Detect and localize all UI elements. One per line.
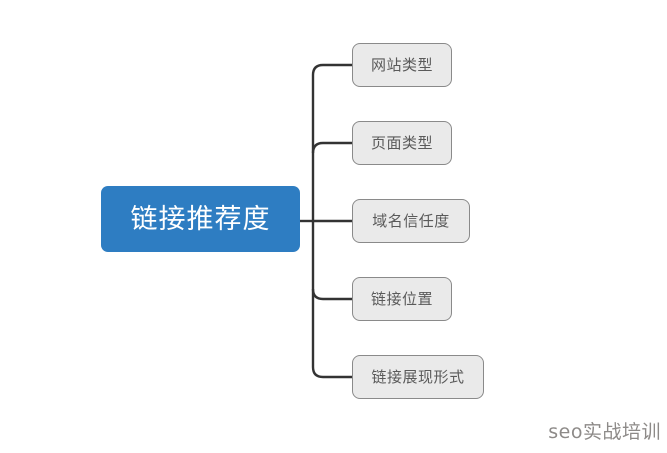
child-node-link-display-form[interactable]: 链接展现形式 [352,355,484,399]
child-node-label: 链接展现形式 [371,367,465,386]
root-node-label: 链接推荐度 [130,203,271,235]
connector-branch-1 [311,63,352,76]
watermark-text: seo实战培训 [548,421,661,443]
connector-branch-5 [311,366,352,379]
child-node-page-type[interactable]: 页面类型 [352,121,452,165]
connector-branch-2 [311,141,352,154]
root-node[interactable]: 链接推荐度 [101,186,300,252]
child-node-domain-trust[interactable]: 域名信任度 [352,199,470,243]
child-node-label: 网站类型 [370,55,433,74]
child-node-link-position[interactable]: 链接位置 [352,277,452,321]
child-node-label: 页面类型 [370,133,433,152]
child-node-label: 链接位置 [370,289,433,308]
connector-branch-4 [311,288,352,301]
child-node-label: 域名信任度 [372,211,450,230]
child-node-website-type[interactable]: 网站类型 [352,43,452,87]
